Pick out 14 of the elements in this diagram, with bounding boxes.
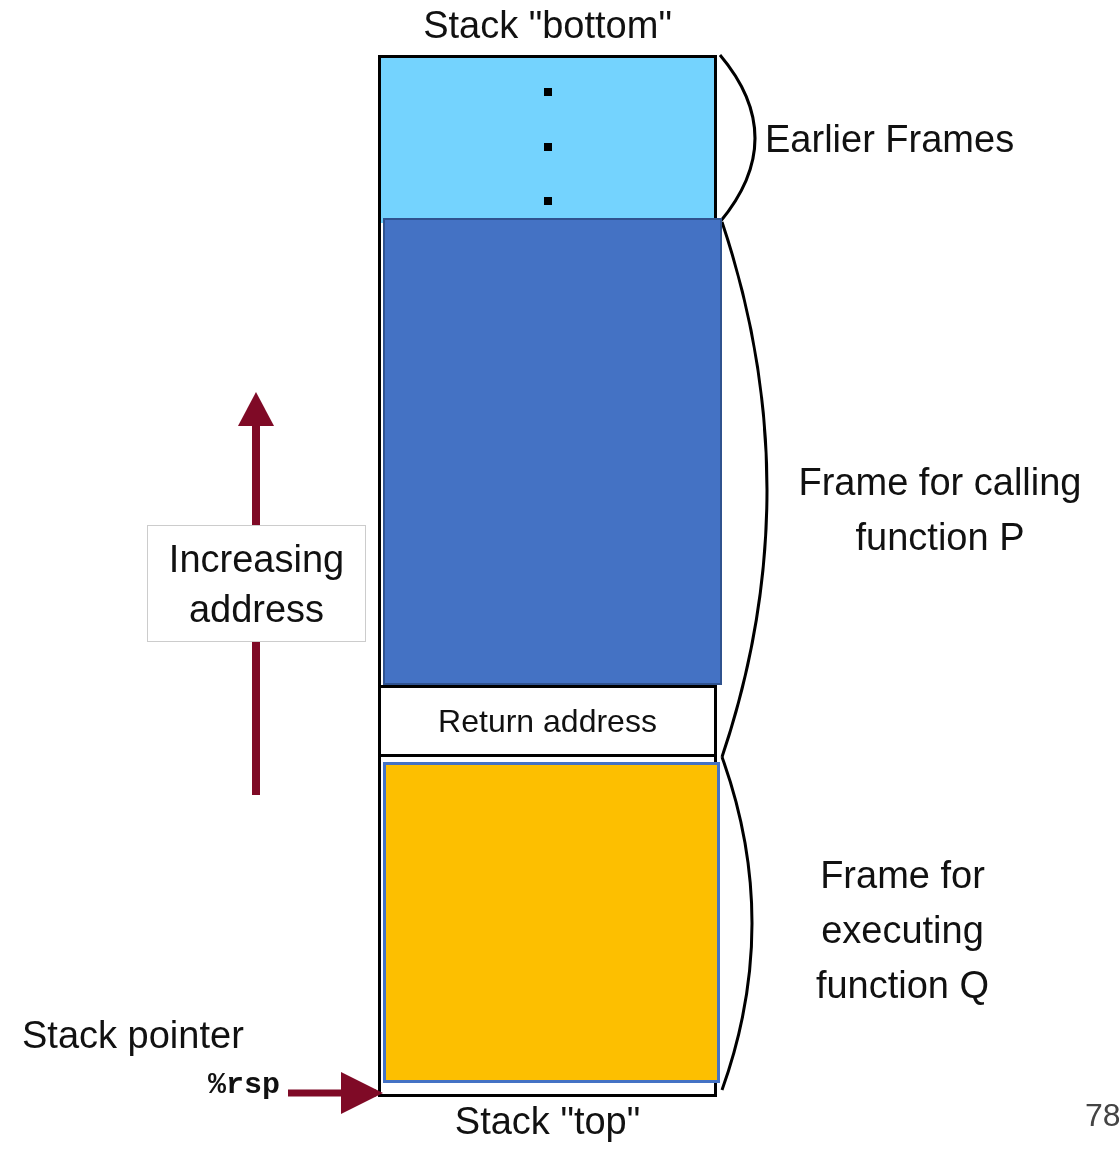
pointer-label: Stack pointer [22,1014,244,1057]
register-name: %rsp [208,1068,280,1102]
return-address-slot [381,685,714,757]
page-number: 78 [1085,1097,1119,1134]
callee-frame-block [383,762,720,1083]
stack-heading: Stack "bottom" [422,4,673,47]
caller-frame-block [383,218,722,685]
bracket-label: Frame for calling function P [797,460,1083,560]
bracket-label: Frame for executing function Q [814,853,991,1008]
stack-heading: Stack "top" [453,1100,642,1143]
direction-label: Increasing address [147,525,366,642]
slot-label: Return address [438,702,657,740]
bracket-label: Earlier Frames [765,118,1016,161]
earlier-frames-block [381,58,714,223]
